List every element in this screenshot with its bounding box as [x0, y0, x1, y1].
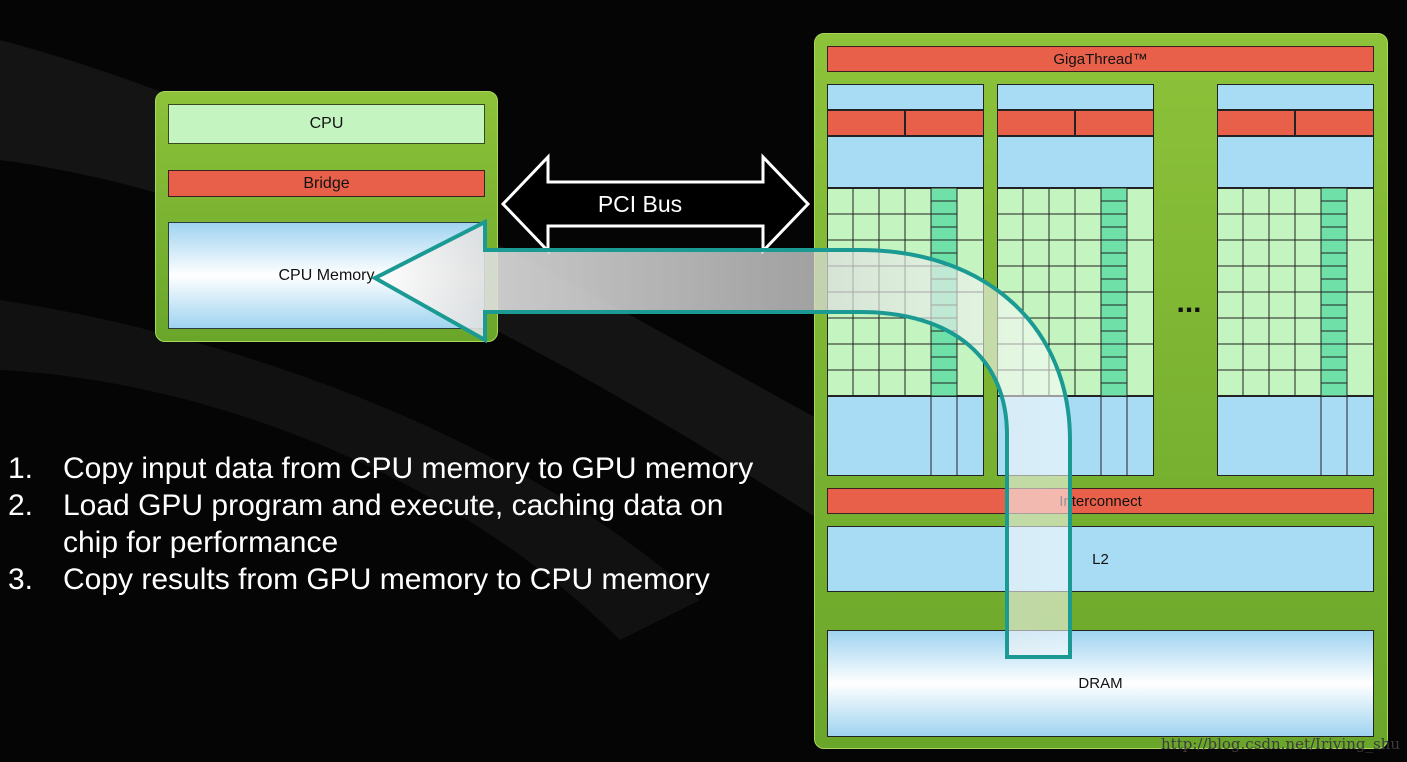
- core-grid: [827, 188, 984, 396]
- step-number: 2.: [8, 489, 34, 522]
- dram-block: DRAM: [827, 630, 1374, 737]
- streaming-multiprocessor-1: [827, 84, 984, 476]
- streaming-multiprocessor-2: [997, 84, 1154, 476]
- gigathread-block: GigaThread™: [827, 46, 1374, 72]
- step-item: 2. Load GPU program and execute, caching…: [8, 487, 768, 561]
- watermark-url: http://blog.csdn.net/Iriving_shu: [1161, 735, 1400, 753]
- cpu-block: CPU: [168, 104, 485, 144]
- pci-bus-label: PCI Bus: [597, 191, 683, 217]
- step-item: 1. Copy input data from CPU memory to GP…: [8, 450, 768, 487]
- core-grid: [997, 188, 1154, 396]
- streaming-multiprocessor-3: [1217, 84, 1374, 476]
- step-text: Load GPU program and execute, caching da…: [63, 489, 724, 559]
- step-text: Copy results from GPU memory to CPU memo…: [63, 563, 710, 596]
- l2-cache-block: L2: [827, 526, 1374, 592]
- cpu-memory-block: CPU Memory: [168, 222, 485, 329]
- bridge-block: Bridge: [168, 170, 485, 197]
- step-number: 1.: [8, 452, 34, 485]
- step-number: 3.: [8, 563, 34, 596]
- steps-list: 1. Copy input data from CPU memory to GP…: [8, 450, 768, 598]
- step-text: Copy input data from CPU memory to GPU m…: [63, 452, 754, 485]
- step-item: 3. Copy results from GPU memory to CPU m…: [8, 561, 768, 598]
- core-grid: [1217, 188, 1374, 396]
- more-multiprocessors-ellipsis: ...: [1176, 286, 1202, 319]
- interconnect-block: Interconnect: [827, 488, 1374, 514]
